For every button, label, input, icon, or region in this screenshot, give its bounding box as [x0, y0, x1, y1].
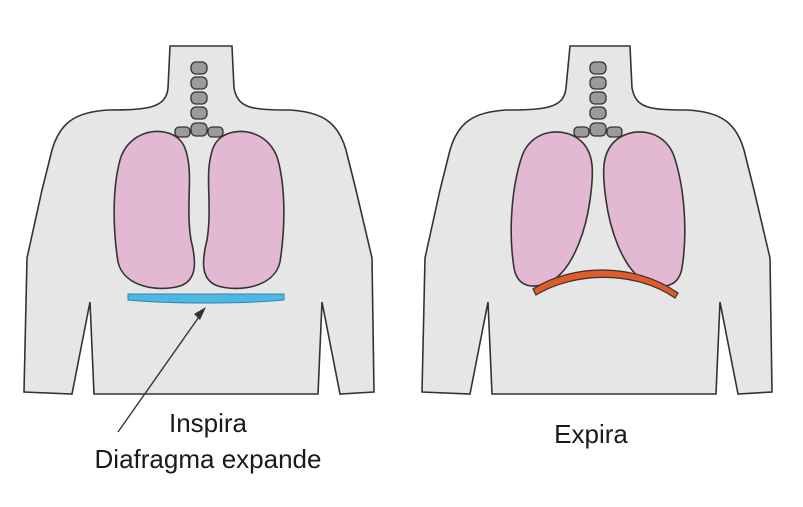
vertebra — [190, 76, 208, 90]
inhale-caption-1: Inspira — [169, 408, 248, 438]
clavicle-segment — [606, 126, 623, 138]
arrow-head — [194, 307, 206, 320]
vertebra — [589, 106, 607, 120]
inhale-caption-2: Diafragma expande — [95, 444, 322, 474]
exhale-figure: Expira — [421, 45, 773, 449]
spine — [573, 61, 623, 138]
clavicle-segment — [207, 126, 224, 138]
vertebra — [190, 91, 208, 105]
vertebra — [190, 106, 208, 120]
right-lung — [202, 130, 285, 290]
inhale-figure: Inspira Diafragma expande — [23, 45, 375, 474]
left-lung — [113, 130, 196, 290]
pointer-arrow — [117, 313, 202, 433]
torso-outline — [421, 45, 773, 395]
clavicle-segment — [573, 126, 590, 138]
vertebra — [190, 122, 208, 137]
vertebra — [589, 122, 607, 137]
exhale-caption: Expira — [554, 419, 628, 449]
torso-outline — [23, 45, 375, 395]
right-lung — [602, 131, 686, 287]
vertebra — [589, 91, 607, 105]
clavicle-segment — [174, 126, 191, 138]
left-lung — [510, 131, 594, 287]
diaphragm-domed — [532, 269, 679, 299]
vertebra — [589, 61, 607, 75]
vertebra — [190, 61, 208, 75]
vertebra — [589, 76, 607, 90]
spine — [174, 61, 224, 138]
diaphragm-flat — [127, 293, 285, 304]
